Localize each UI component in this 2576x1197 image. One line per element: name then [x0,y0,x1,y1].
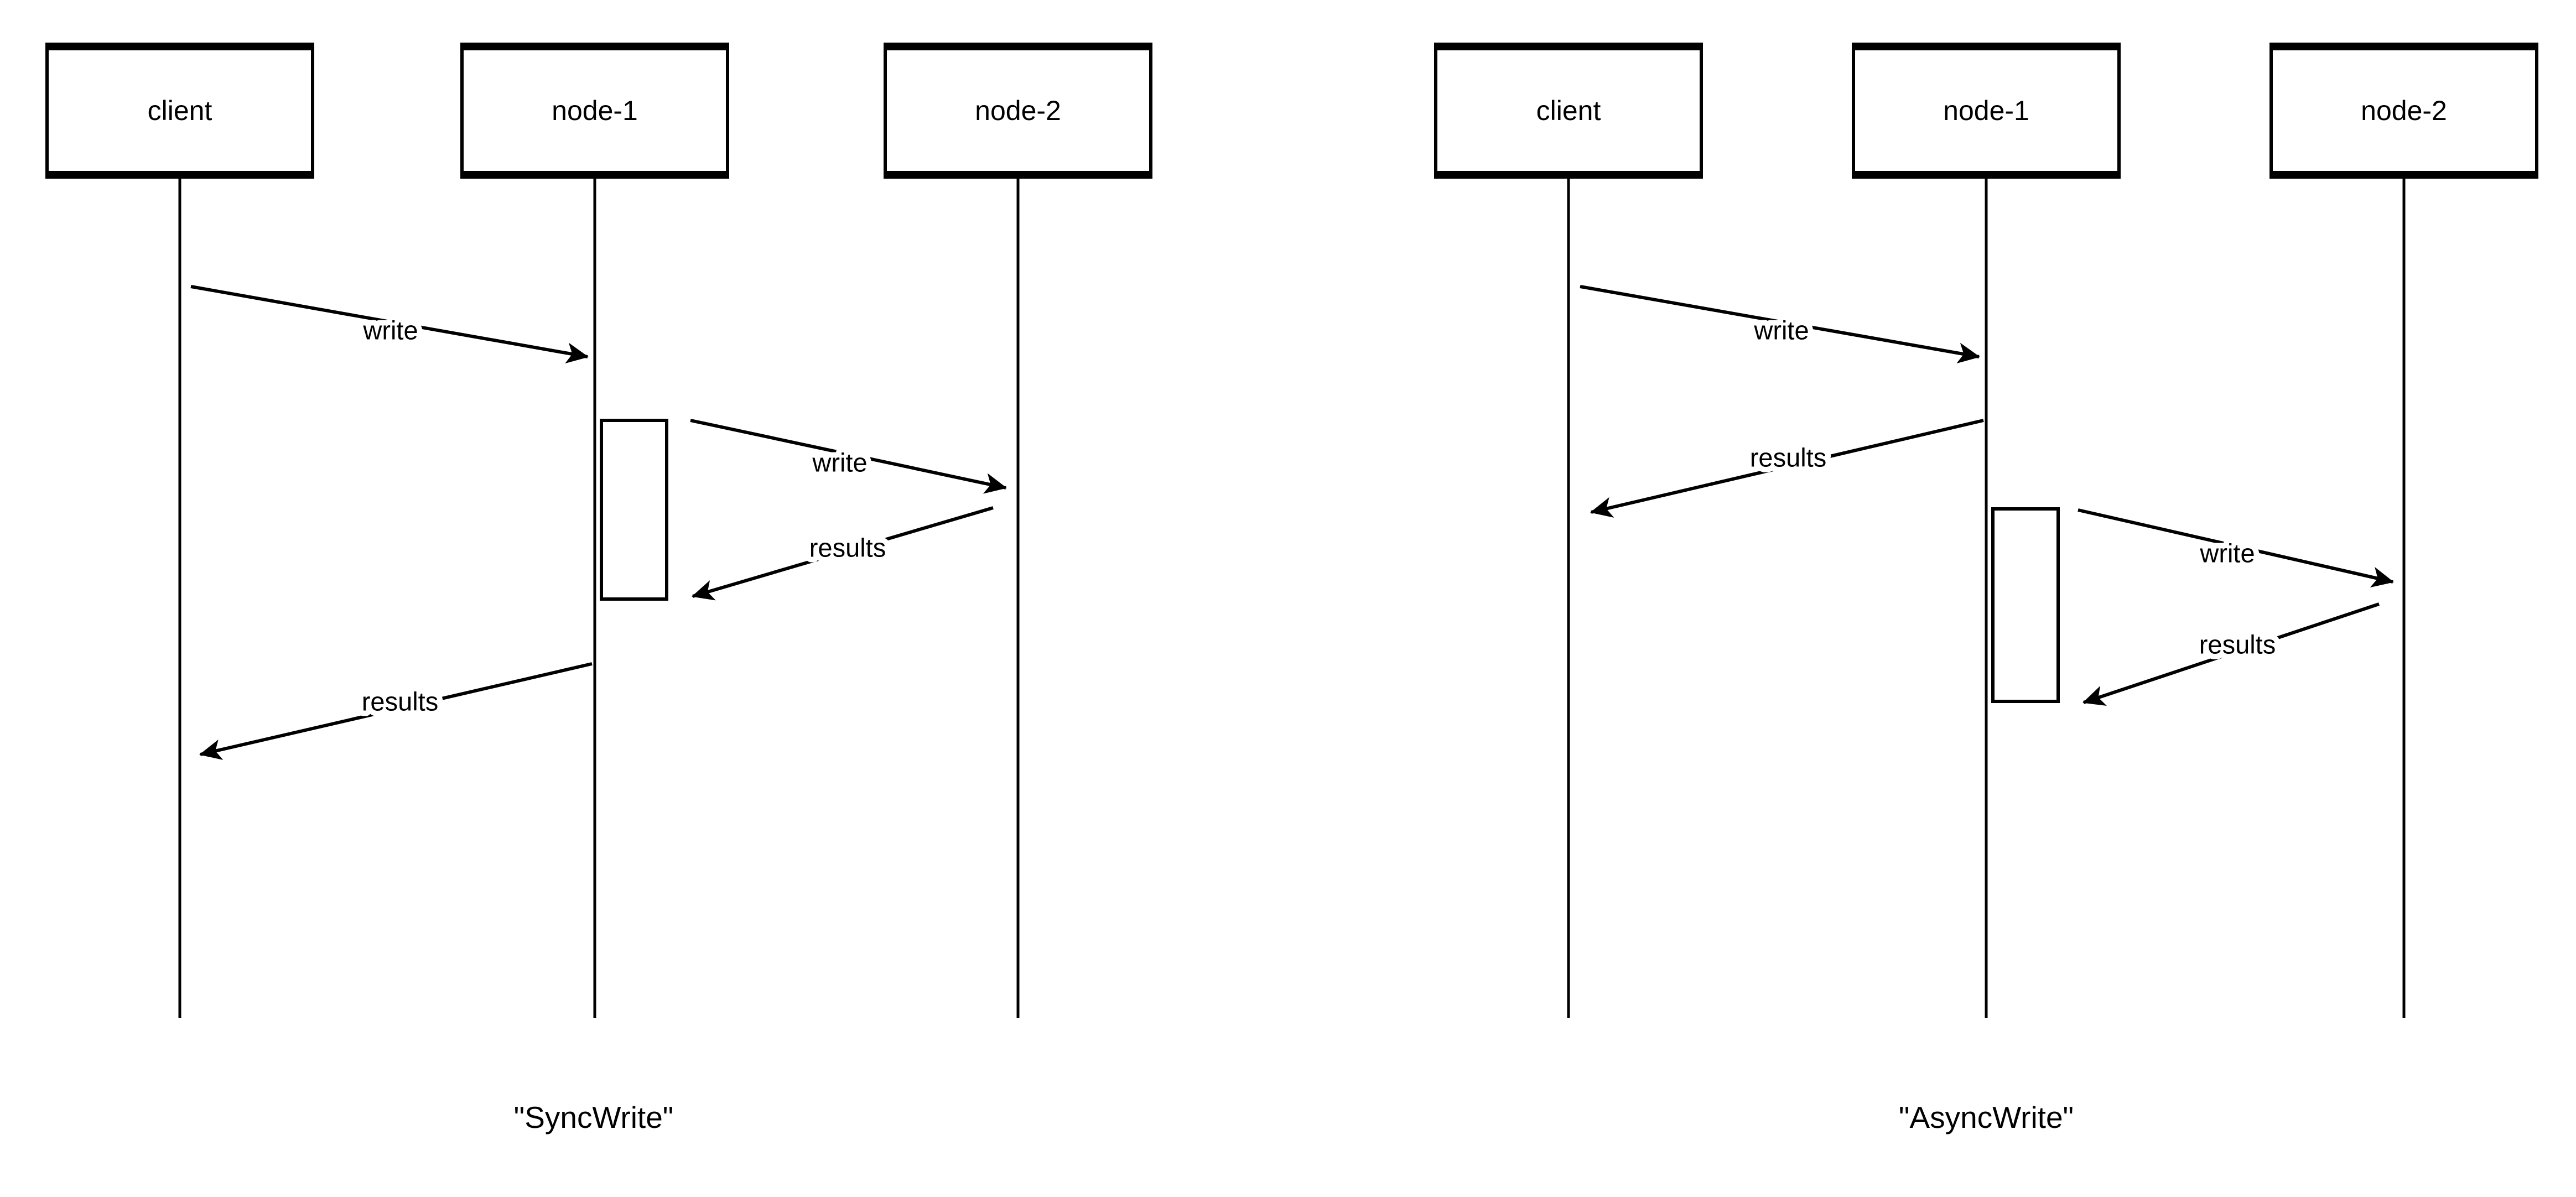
actor-label: node-1 [552,95,638,126]
message-label: write [362,316,418,345]
message-arrow [190,285,589,364]
message-arrow [692,506,994,601]
message-write-node1-to-node2: write [2078,508,2394,588]
activation-bar-node-1 [1991,507,2060,703]
message-label: results [362,687,438,716]
actor-box [884,43,1152,179]
message-label: write [2199,539,2255,568]
message-label: results [809,533,886,563]
message-label: write [812,448,867,477]
message-arrow [690,419,1007,494]
actor-box [1852,43,2121,179]
actor-node-1: node-1 [1852,43,2121,179]
actor-box [1434,43,1703,179]
message-write-client-to-node1: write [1580,285,1980,364]
diagram-caption: "SyncWrite" [514,1100,674,1134]
actor-node-2: node-2 [2269,43,2538,179]
message-results-node1-to-client: results [199,662,593,760]
message-results-node1-to-client: results [1590,419,1984,518]
message-label: results [2199,630,2276,659]
message-arrow [1580,285,1980,364]
message-results-node2-to-node1: results [2082,602,2380,706]
actor-label: node-1 [1943,95,2029,126]
actor-client: client [1434,43,1703,179]
actor-box [45,43,314,179]
message-label: write [1753,316,1809,345]
diagram-asyncwrite: client node-1 node-2 write results [1434,43,2538,1134]
diagram-caption: "AsyncWrite" [1899,1100,2074,1134]
actor-node-2: node-2 [884,43,1152,179]
message-arrow [2082,602,2380,706]
message-arrow [199,662,593,760]
message-write-node1-to-node2: write [690,419,1007,494]
diagram-syncwrite: client node-1 node-2 write write [45,43,1152,1134]
actor-node-1: node-1 [460,43,729,179]
activation-bar-node-1 [600,419,668,601]
actor-label: client [148,95,212,126]
message-write-client-to-node1: write [190,285,589,364]
actor-label: node-2 [975,95,1061,126]
actor-client: client [45,43,314,179]
message-arrow [2078,508,2394,588]
message-arrow [1590,419,1984,518]
message-label: results [1750,443,1826,472]
actor-label: node-2 [2361,95,2447,126]
message-results-node2-to-node1: results [692,506,994,601]
actor-label: client [1536,95,1601,126]
